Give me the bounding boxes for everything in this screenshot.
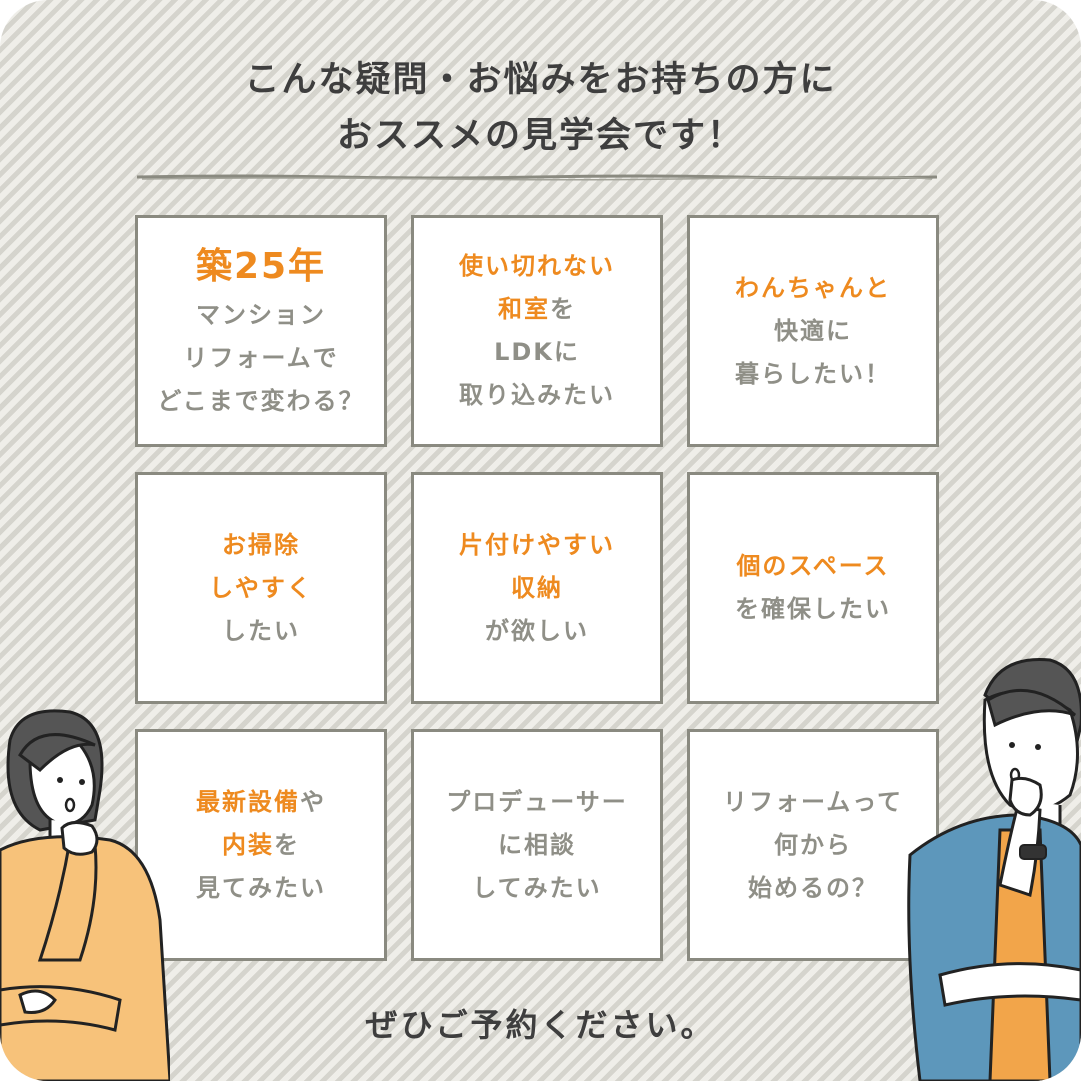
concern-card-6: 個のスペースを確保したい xyxy=(687,472,939,704)
card-line: プロデューサー xyxy=(446,787,628,816)
card-line-segment: を xyxy=(274,830,300,859)
card-line: してみたい xyxy=(472,873,602,902)
card-line: を確保したい xyxy=(735,595,891,623)
card-line: リフォームって xyxy=(722,787,904,816)
headline-line-2: おススメの見学会です！ xyxy=(336,116,744,156)
card-line: LDKに xyxy=(494,338,580,366)
card-line: 内装を xyxy=(222,824,300,867)
card-line-segment: 最新設備 xyxy=(196,787,300,816)
card-line: 片付けやすい xyxy=(459,530,615,559)
thinking-man-illustration xyxy=(907,657,1081,1081)
card-line: 使い切れない xyxy=(459,252,615,280)
concern-card-7: 最新設備や内装を見てみたい xyxy=(135,729,387,961)
card-line: に相談 xyxy=(498,830,576,859)
card-line-segment: 和室 xyxy=(498,295,550,323)
card-line: 和室を xyxy=(498,288,576,331)
card-line-segment: 内装 xyxy=(222,830,274,859)
headline-divider xyxy=(137,174,937,181)
card-line: 始めるの？ xyxy=(748,873,878,902)
card-line: 収納 xyxy=(511,573,563,602)
thinking-woman-illustration xyxy=(0,709,170,1081)
card-line: 個のスペース xyxy=(736,552,890,580)
card-line: リフォームで xyxy=(183,343,339,372)
concern-card-1: 築25年マンションリフォームでどこまで変わる？ xyxy=(135,215,387,447)
card-line: 取り込みたい xyxy=(459,381,615,409)
concern-card-8: プロデューサーに相談してみたい xyxy=(411,729,663,961)
card-line: 築25年 xyxy=(195,245,327,287)
card-line: マンション xyxy=(196,300,326,329)
headline: こんな疑問・お悩みをお持ちの方に おススメの見学会です！ xyxy=(0,52,1081,164)
card-line: 暮らしたい！ xyxy=(735,359,891,388)
card-line: しやすく xyxy=(209,573,313,602)
concern-card-3: わんちゃんと快適に暮らしたい！ xyxy=(687,215,939,447)
card-line: したい xyxy=(222,616,300,645)
headline-line-1: こんな疑問・お悩みをお持ちの方に xyxy=(244,60,837,100)
card-line: 何から xyxy=(774,830,852,859)
card-line: 見てみたい xyxy=(196,873,326,902)
card-line-segment: や xyxy=(300,787,326,816)
card-line: が欲しい xyxy=(485,616,589,645)
closing-message: ぜひご予約ください。 xyxy=(365,1006,716,1044)
concern-card-2: 使い切れない和室を LDKに取り込みたい xyxy=(411,215,663,447)
concern-card-9: リフォームって何から始めるの？ xyxy=(687,729,939,961)
card-line: お掃除 xyxy=(222,530,300,559)
card-line: わんちゃんと xyxy=(735,273,891,302)
card-line: どこまで変わる？ xyxy=(157,386,365,415)
concern-card-5: 片付けやすい収納が欲しい xyxy=(411,472,663,704)
card-line: 快適に xyxy=(774,316,852,345)
card-line-segment: を xyxy=(550,295,576,323)
concern-card-4: お掃除しやすくしたい xyxy=(135,472,387,704)
card-line: 最新設備や xyxy=(196,781,326,824)
